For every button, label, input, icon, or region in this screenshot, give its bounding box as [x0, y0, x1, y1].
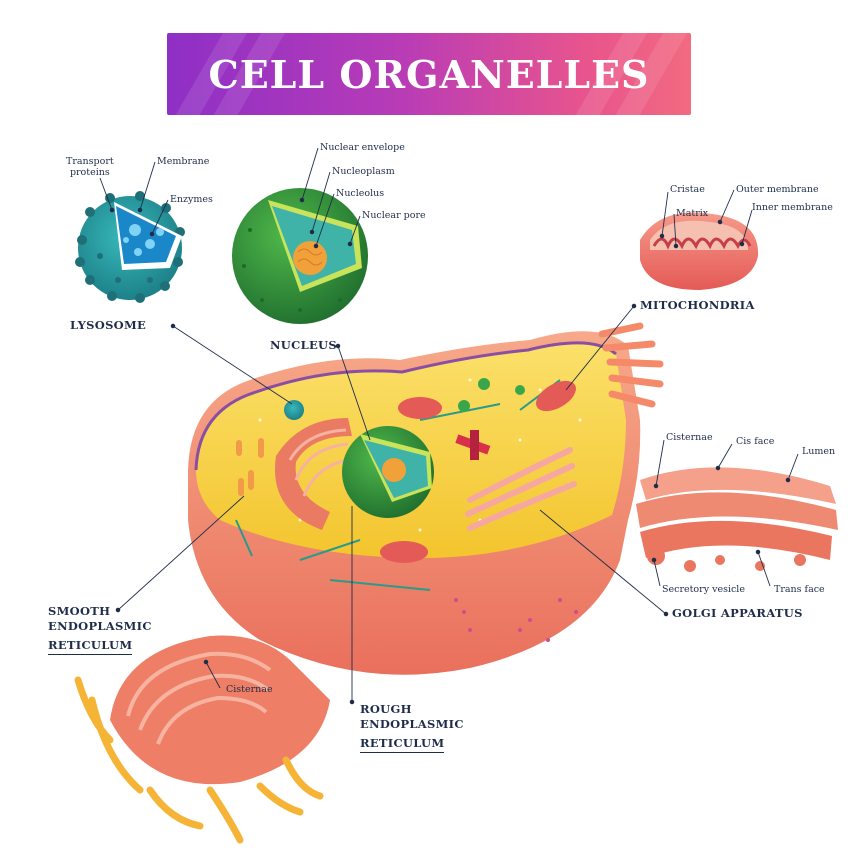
endoplasmic-reticulum-illustration — [74, 635, 330, 844]
label-transport-proteins: Transport proteins — [66, 156, 114, 178]
label-rough-er: ROUGH ENDOPLASMIC RETICULUM — [360, 702, 464, 753]
page-title: CELL ORGANELLES — [208, 51, 650, 97]
label-nucleolus: Nucleolus — [336, 188, 385, 199]
mitochondrion-illustration — [640, 212, 759, 290]
label-er-cisternae: Cisternae — [226, 684, 273, 695]
label-smooth-er-line3: RETICULUM — [48, 638, 133, 655]
label-mitochondria: MITOCHONDRIA — [640, 298, 755, 312]
label-nuclear-envelope: Nuclear envelope — [320, 142, 405, 153]
label-golgi-apparatus: GOLGI APPARATUS — [672, 606, 803, 620]
label-nucleoplasm: Nucleoplasm — [332, 166, 395, 177]
label-rough-er-line1: ROUGH — [360, 702, 412, 716]
label-secretory-vesicle: Secretory vesicle — [662, 584, 745, 595]
title-banner: CELL ORGANELLES — [167, 33, 691, 115]
label-golgi-cisternae: Cisternae — [666, 432, 713, 443]
label-nucleus: NUCLEUS — [270, 338, 337, 352]
cell-illustration — [188, 322, 664, 675]
label-lysosome: LYSOSOME — [70, 318, 147, 332]
label-outer-membrane: Outer membrane — [736, 184, 819, 195]
label-membrane: Membrane — [157, 156, 210, 167]
label-rough-er-line3: RETICULUM — [360, 736, 445, 753]
golgi-illustration — [636, 467, 838, 572]
label-transport-line2: proteins — [69, 167, 110, 178]
label-enzymes: Enzymes — [170, 194, 213, 205]
label-nuclear-pore: Nuclear pore — [362, 210, 426, 221]
label-matrix: Matrix — [676, 208, 709, 219]
label-cristae: Cristae — [670, 184, 705, 195]
label-cis-face: Cis face — [736, 436, 775, 447]
label-smooth-er: SMOOTH ENDOPLASMIC RETICULUM — [48, 604, 152, 655]
label-trans-face: Trans face — [774, 584, 825, 595]
label-smooth-er-line2: ENDOPLASMIC — [48, 619, 152, 633]
pointer-lines — [99, 147, 799, 705]
label-transport-line1: Transport — [66, 156, 114, 167]
label-inner-membrane: Inner membrane — [752, 202, 833, 213]
label-smooth-er-line1: SMOOTH — [48, 604, 111, 618]
lysosome-illustration — [75, 191, 185, 303]
nucleus-illustration — [232, 188, 368, 324]
label-lumen: Lumen — [802, 446, 836, 457]
label-rough-er-line2: ENDOPLASMIC — [360, 717, 464, 731]
